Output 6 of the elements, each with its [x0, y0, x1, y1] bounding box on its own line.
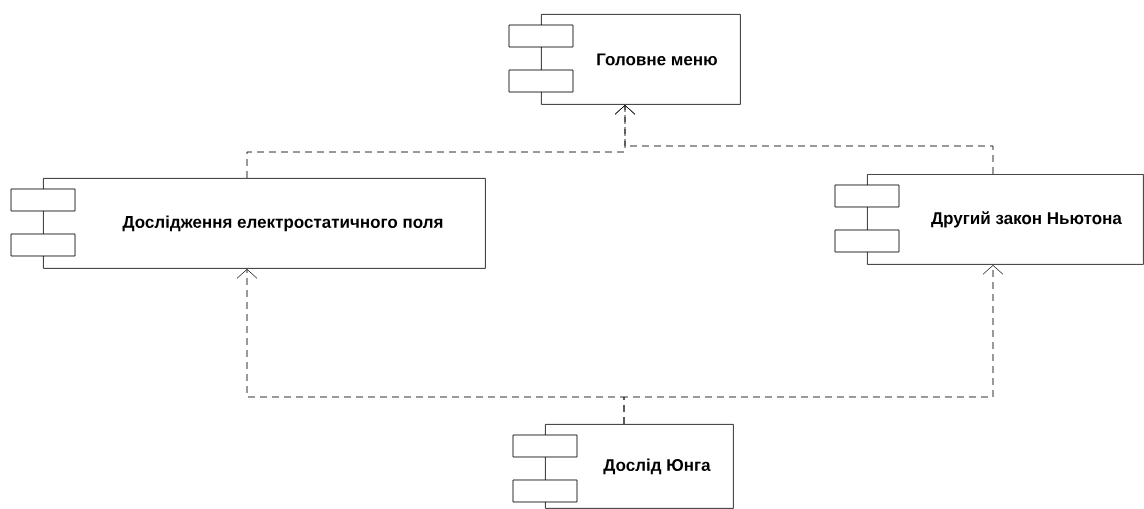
dependency-arrow — [623, 264, 1004, 425]
dependency-arrow — [614, 104, 994, 175]
component-box: Головне меню — [508, 14, 741, 105]
component-box: Дослід Юнга — [512, 424, 734, 509]
component-box: Дослідження електростатичного поля — [10, 178, 486, 269]
component-box: Другий закон Ньютона — [834, 174, 1144, 265]
